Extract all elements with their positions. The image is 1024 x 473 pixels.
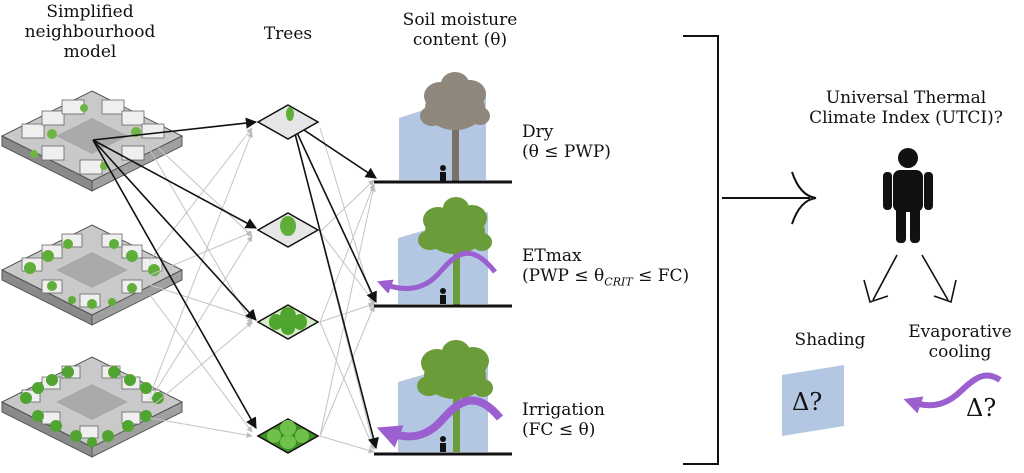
scenario-condition: (PWP ≤ θCRIT ≤ FC)	[522, 266, 690, 289]
scenario-condition: (FC ≤ θ)	[522, 420, 596, 440]
scenario-dry-label: Dry (θ ≤ PWP)	[522, 122, 611, 162]
utci-person-icon	[883, 148, 933, 243]
scenario-name: Irrigation	[522, 400, 605, 420]
person-icon	[440, 436, 446, 452]
utci-line: Climate Index (UTCI)?	[809, 108, 1003, 128]
evap-delta: Δ?	[966, 394, 997, 422]
utci-line: Universal Thermal	[825, 88, 987, 108]
scenario-bracket	[683, 35, 719, 465]
grey-arrows-model-to-tree	[149, 127, 253, 439]
green-tree-icon-etmax	[418, 197, 492, 305]
person-icon	[440, 288, 446, 304]
tree-tile-4	[256, 418, 320, 454]
green-tree-icon-irrigation	[417, 340, 493, 452]
black-arrows-tree-to-scenario	[291, 121, 379, 450]
evaporative-cooling-label: Evaporative cooling	[900, 322, 1020, 362]
utci-label: Universal Thermal Climate Index (UTCI)?	[806, 88, 1006, 128]
scenario-irrigation-label: Irrigation (FC ≤ θ)	[522, 400, 605, 440]
shading-delta: Δ?	[792, 388, 823, 416]
soil-moisture-header: Soil moisture content (θ)	[390, 10, 530, 50]
tree-tile-2	[256, 212, 320, 248]
scenario-condition: (θ ≤ PWP)	[522, 142, 611, 162]
header-line: neighbourhood	[24, 22, 156, 42]
header-line: Simplified	[46, 2, 134, 22]
scenario-name: ETmax	[522, 246, 582, 266]
flow-arrow-head	[791, 171, 817, 225]
evaporative-cooling-arrow-icon	[903, 372, 1002, 414]
grey-arrows-tree-to-scenario	[319, 127, 376, 454]
shading-patch-icon	[782, 365, 844, 436]
header-line: Soil moisture	[402, 10, 518, 30]
trees-header: Trees	[263, 24, 313, 44]
neighbourhood-model-header: Simplified neighbourhood model	[10, 2, 170, 62]
scenario-dry-illustration	[374, 72, 512, 184]
evaporation-arrow-icon	[376, 250, 497, 294]
split-arrows	[863, 254, 957, 304]
scenario-etmax-illustration	[374, 197, 512, 308]
evap-line: cooling	[928, 342, 992, 362]
black-arrows-model-to-tree	[92, 117, 258, 429]
header-line: model	[63, 42, 117, 62]
tree-tile-3	[256, 304, 320, 340]
scenario-etmax-label: ETmax (PWP ≤ θCRIT ≤ FC)	[522, 246, 689, 292]
dry-tree-icon	[420, 72, 490, 181]
neighbourhood-model-3	[1, 356, 183, 458]
scenario-name: Dry	[522, 122, 554, 142]
shading-label: Shading	[794, 330, 866, 350]
person-icon	[440, 165, 446, 181]
neighbourhood-model-1	[1, 90, 183, 192]
tree-tile-1	[256, 104, 320, 140]
scenario-irrigation-illustration	[374, 340, 512, 456]
neighbourhood-model-2	[1, 224, 183, 326]
evap-line: Evaporative	[908, 322, 1012, 342]
header-line: content (θ)	[412, 30, 508, 50]
evaporation-arrow-icon	[376, 396, 504, 448]
